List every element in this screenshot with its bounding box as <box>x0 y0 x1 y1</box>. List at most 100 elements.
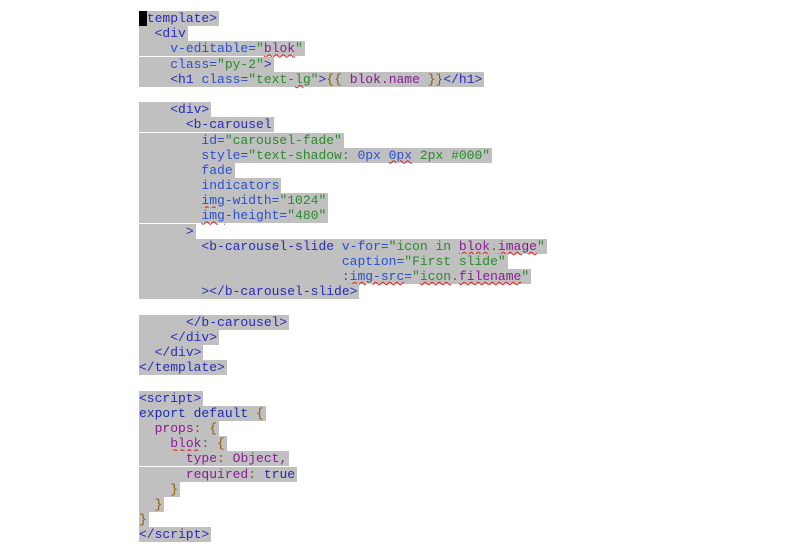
code-line[interactable]: props: { <box>139 421 547 437</box>
code-token: -width= <box>224 193 280 209</box>
code-line[interactable]: </script> <box>139 527 547 543</box>
code-line[interactable]: </div> <box>139 345 547 361</box>
code-token: : { <box>201 436 225 452</box>
code-token: {{ <box>326 71 350 87</box>
code-token: ></b-carousel-slide> <box>201 284 358 300</box>
code-token <box>139 57 170 72</box>
code-line[interactable]: <script> <box>139 390 547 406</box>
code-line[interactable] <box>139 376 547 391</box>
code-line[interactable]: <b-carousel <box>139 117 547 133</box>
code-token: <div> <box>170 102 210 118</box>
code-token <box>139 193 201 208</box>
code-token <box>139 330 170 345</box>
code-token <box>139 208 201 223</box>
code-token: , <box>279 451 288 467</box>
selection-highlight: type: Object, <box>139 451 290 467</box>
code-token: : { <box>193 421 218 437</box>
code-line[interactable]: ></b-carousel-slide> <box>139 284 547 300</box>
code-line[interactable]: blok: { <box>139 436 547 452</box>
code-line[interactable]: <div> <box>139 102 547 118</box>
code-token <box>139 315 186 330</box>
code-token: filename <box>458 269 522 285</box>
code-token: "text- <box>248 71 296 87</box>
code-line[interactable] <box>139 87 547 102</box>
code-line[interactable]: id="carousel-fade" <box>139 132 547 148</box>
code-line[interactable]: fade <box>139 162 547 178</box>
code-line[interactable]: } <box>139 481 547 497</box>
code-line[interactable]: img-width="1024" <box>139 193 547 209</box>
selection-highlight: </template> <box>139 360 227 376</box>
code-token: > <box>185 223 194 239</box>
code-token <box>139 284 201 299</box>
code-token <box>139 436 170 451</box>
code-line[interactable]: <b-carousel-slide v-for="icon in blok.im… <box>139 238 547 254</box>
code-line[interactable]: class="py-2"> <box>139 56 547 72</box>
code-token: export default <box>139 405 257 421</box>
code-token: " <box>310 71 319 87</box>
code-token: </h1> <box>443 71 483 87</box>
code-token <box>139 148 201 163</box>
code-line[interactable]: } <box>139 512 547 528</box>
code-token: { <box>256 405 264 421</box>
code-token: Object <box>232 451 280 467</box>
code-token: type <box>185 451 218 467</box>
code-token: "py-2" <box>217 56 264 72</box>
selection-highlight: :img-src="icon.filename" <box>139 269 532 285</box>
code-line[interactable]: img-height="480" <box>139 208 547 224</box>
selection-highlight: </script> <box>139 527 212 543</box>
code-token: class= <box>170 56 218 72</box>
code-token: " <box>412 269 420 285</box>
code-token: . <box>451 269 459 285</box>
code-token: "icon in <box>388 238 459 254</box>
code-line[interactable]: <template> <box>139 11 547 26</box>
code-token: } <box>170 481 179 497</box>
code-token: <b-carousel-slide <box>201 238 342 254</box>
code-token: v-for= <box>341 238 389 254</box>
code-token: img-src <box>349 269 405 285</box>
selection-highlight: img-width="1024" <box>139 193 329 209</box>
code-line[interactable]: indicators <box>139 178 547 194</box>
code-line[interactable]: </b-carousel> <box>139 314 547 330</box>
code-line[interactable]: <h1 class="text-lg">{{ blok.name }}</h1> <box>139 71 547 87</box>
code-token: > <box>318 71 327 87</box>
selection-highlight: fade <box>139 162 235 178</box>
code-line[interactable]: </div> <box>139 329 547 345</box>
code-token: = <box>404 269 413 285</box>
code-token: style= <box>201 147 249 163</box>
code-line[interactable]: </template> <box>139 360 547 376</box>
code-line[interactable]: caption="First slide" <box>139 254 547 269</box>
code-line[interactable]: export default { <box>139 405 547 421</box>
selection-highlight: } <box>139 512 149 528</box>
code-line[interactable]: <div <box>139 26 547 42</box>
code-token: <h1 <box>170 71 202 87</box>
selection-highlight: required: true <box>139 466 298 482</box>
selection-highlight: indicators <box>139 178 282 194</box>
code-token: " <box>256 41 264 57</box>
code-line[interactable]: required: true <box>139 466 547 482</box>
code-token: "carousel-fade" <box>224 132 342 148</box>
code-line[interactable]: style="text-shadow: 0px 0px 2px #000" <box>139 147 547 163</box>
code-line[interactable]: type: Object, <box>139 451 547 467</box>
code-line[interactable]: } <box>139 497 547 512</box>
code-token: > <box>263 56 272 72</box>
code-token: true <box>263 466 296 482</box>
code-line[interactable]: v-editable="blok" <box>139 41 547 57</box>
code-token: image <box>497 238 537 254</box>
code-token <box>139 102 170 117</box>
selection-highlight: <script> <box>139 390 204 406</box>
code-line[interactable]: > <box>139 223 547 239</box>
code-token: <b-carousel <box>185 117 272 133</box>
code-editor[interactable]: <template> <div v-editable="blok" class=… <box>139 11 547 543</box>
code-line[interactable]: :img-src="icon.filename" <box>139 269 547 285</box>
code-token: caption= <box>341 254 405 269</box>
selection-highlight: ></b-carousel-slide> <box>139 284 360 300</box>
code-line[interactable] <box>139 300 547 315</box>
code-token: template> <box>146 11 218 26</box>
code-token: icon <box>419 269 452 285</box>
code-token <box>139 345 155 360</box>
selection-highlight: <div <box>139 26 188 42</box>
code-token: class= <box>201 71 249 87</box>
selection-highlight: blok: { <box>139 436 227 452</box>
selection-highlight: </div> <box>139 329 220 345</box>
selection-highlight: style="text-shadow: 0px 0px 2px #000" <box>139 147 493 163</box>
